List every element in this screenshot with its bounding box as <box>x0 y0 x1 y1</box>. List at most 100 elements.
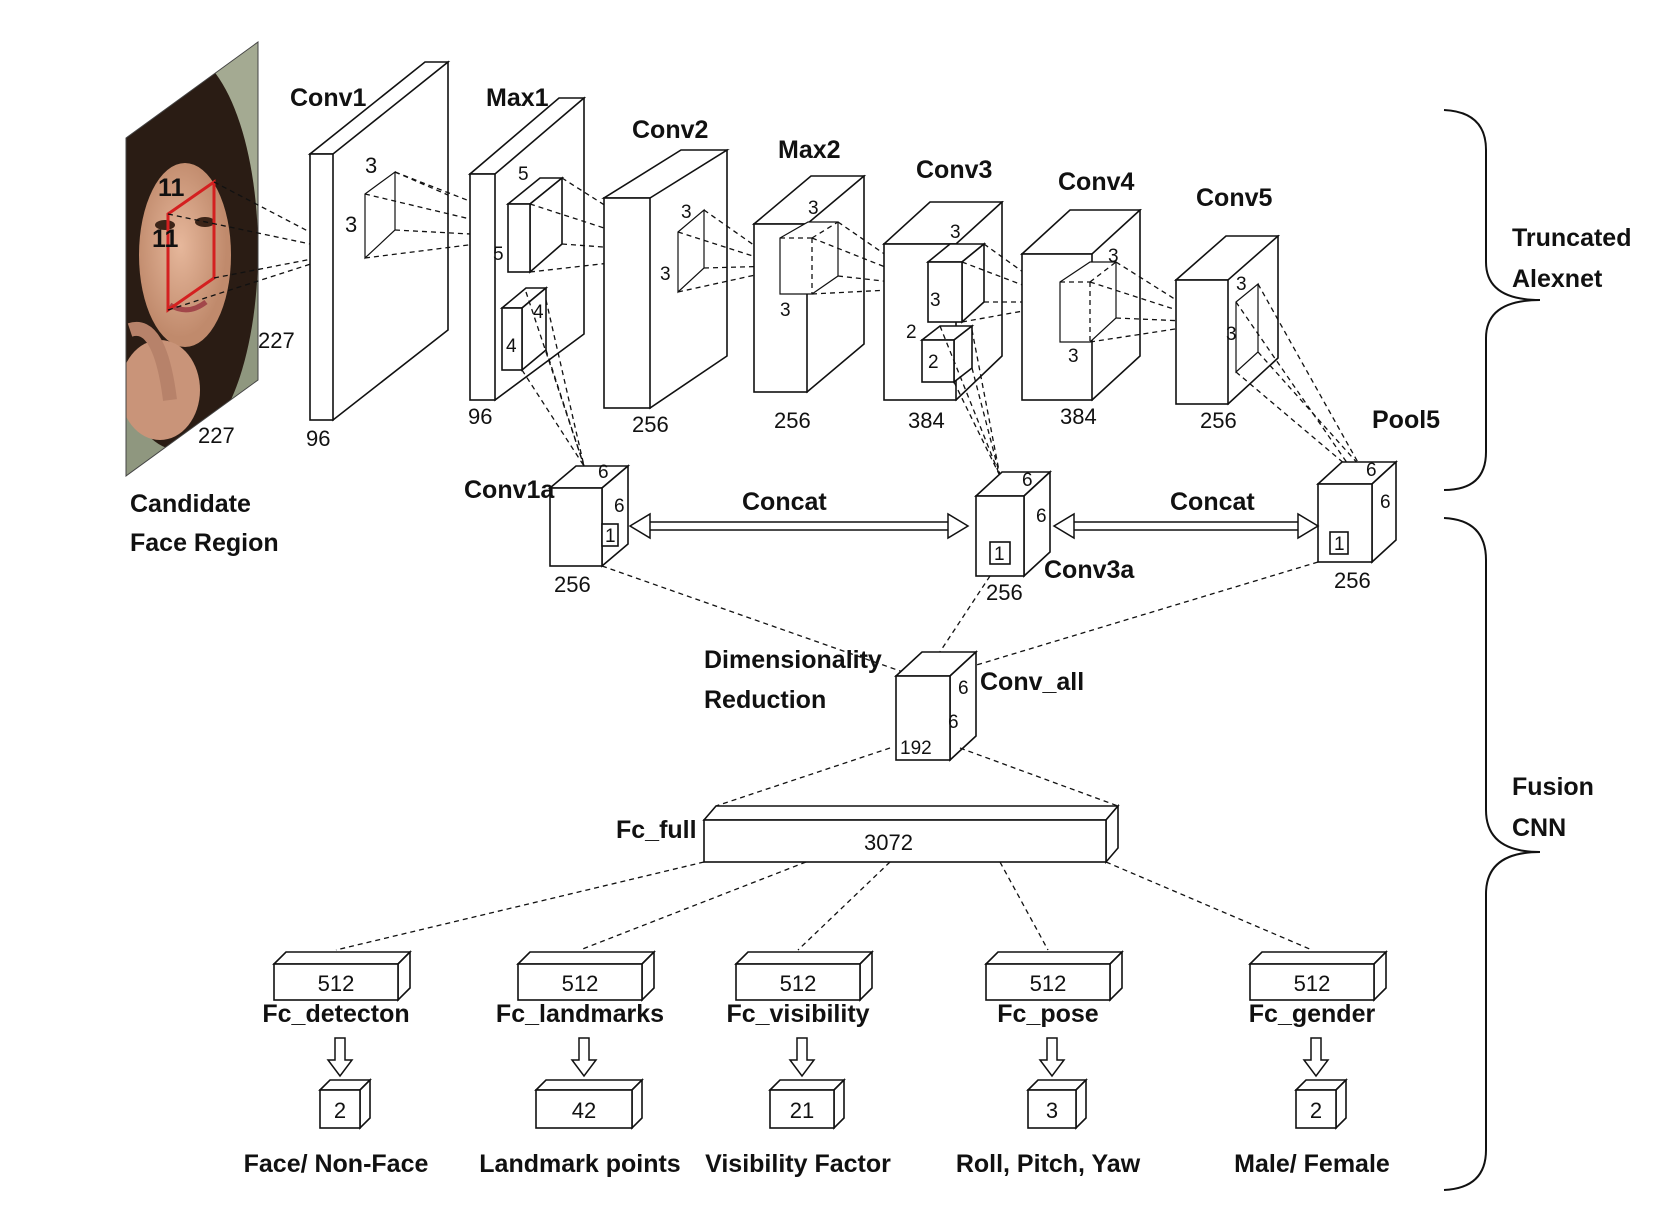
conv1a-label: Conv1a <box>464 476 555 504</box>
dim-reduction-line2: Reduction <box>704 686 826 714</box>
truncated-alexnet-brace <box>1443 109 1541 491</box>
head-fc-size: 512 <box>780 971 817 996</box>
head-fc-top <box>984 951 1124 965</box>
conv3a-d1: 6 <box>1022 470 1033 491</box>
conv1a-d3: 1 <box>605 526 616 547</box>
conv1-kernel-w: 3 <box>345 212 357 237</box>
max1-label: Max1 <box>486 84 549 112</box>
truncated-label-line2: Alexnet <box>1512 265 1603 293</box>
head-task-label: Landmark points <box>479 1150 680 1178</box>
concat-arrow-left <box>628 512 970 540</box>
head-out-box <box>535 1089 633 1129</box>
conv3-kernel2-h: 2 <box>906 322 917 343</box>
head-out-top <box>534 1079 644 1091</box>
pool5-d2: 6 <box>1380 492 1391 513</box>
max2-kernel-w: 3 <box>780 300 791 321</box>
conv1a-block <box>547 464 631 568</box>
conv3a-depth: 256 <box>986 580 1023 605</box>
pool5-d3: 1 <box>1334 534 1345 555</box>
head-out-size: 42 <box>572 1098 596 1123</box>
fusion-cnn-brace <box>1443 517 1541 1191</box>
head-fc-box <box>517 963 643 1001</box>
conv4-block <box>1019 208 1143 402</box>
input-size-w: 227 <box>198 423 235 448</box>
head-out-size: 3 <box>1046 1098 1058 1123</box>
max1-depth: 96 <box>468 404 492 429</box>
head-fc-top <box>516 951 656 965</box>
conv3-kernel-w: 3 <box>930 290 941 311</box>
head-out-box <box>769 1089 835 1129</box>
conv3-kernel-h: 3 <box>950 222 961 243</box>
conv1-label: Conv1 <box>290 84 367 112</box>
fc-full-label: Fc_full <box>616 816 697 844</box>
pool5-d1: 6 <box>1366 460 1377 481</box>
input-title-line2: Face Region <box>130 529 279 557</box>
fc-full-block <box>702 803 1120 865</box>
conv5-kernel-w: 3 <box>1226 324 1237 345</box>
conv3-block <box>881 200 1005 402</box>
max2-label: Max2 <box>778 136 841 164</box>
conv2-depth: 256 <box>632 412 669 437</box>
concat-label-left: Concat <box>742 488 827 516</box>
down-arrow-icon <box>326 1037 354 1078</box>
head-out-size: 2 <box>1310 1098 1322 1123</box>
head-fc-top <box>1248 951 1388 965</box>
max1-kernel2-w: 4 <box>506 336 517 357</box>
conv1-block <box>307 60 451 422</box>
max1-kernel2-h: 4 <box>533 302 544 323</box>
head-fc-top <box>734 951 874 965</box>
conv-all-to-fc-full-connections <box>715 747 1119 807</box>
max1-to-conv1a-connections <box>521 291 585 467</box>
conv3-to-conv3a-connections <box>939 325 1001 477</box>
conv1-kernel-h: 3 <box>365 153 377 178</box>
conv2-kernel-h: 3 <box>681 202 692 223</box>
conv5-block <box>1173 234 1281 406</box>
conv5-kernel-h: 3 <box>1236 274 1247 295</box>
head-fc-box <box>735 963 861 1001</box>
head-out-top <box>768 1079 846 1091</box>
conv-all-block <box>893 650 979 762</box>
conv4-label: Conv4 <box>1058 168 1135 196</box>
conv4-depth: 384 <box>1060 404 1097 429</box>
head-out-size: 21 <box>790 1098 814 1123</box>
pool5-block <box>1315 460 1399 564</box>
max2-block <box>751 174 867 394</box>
head-out-box <box>1295 1089 1337 1129</box>
head-fc-size: 512 <box>1030 971 1067 996</box>
down-arrow-icon <box>1038 1037 1066 1078</box>
max1-kernel-h: 5 <box>518 164 529 185</box>
conv3-kernel2-w: 2 <box>928 352 939 373</box>
head-fc-box <box>273 963 399 1001</box>
conv3-depth: 384 <box>908 408 945 433</box>
conv5-label: Conv5 <box>1196 184 1273 212</box>
head-out-box <box>1027 1089 1077 1129</box>
conv1-depth: 96 <box>306 426 330 451</box>
conv3-label: Conv3 <box>916 156 992 184</box>
head-fc-box <box>1249 963 1375 1001</box>
filter-height-label: 11 <box>158 174 185 202</box>
max2-kernel-h: 3 <box>808 198 819 219</box>
conv2-kernel-w: 3 <box>660 264 671 285</box>
conv2-label: Conv2 <box>632 116 708 144</box>
head-fc-name: Fc_pose <box>997 1000 1099 1028</box>
conv-all-depth: 192 <box>900 738 932 759</box>
fc-full-size: 3072 <box>864 830 913 855</box>
filter-width-label: 11 <box>152 225 179 253</box>
down-arrow-icon <box>1302 1037 1330 1078</box>
head-fc-box <box>985 963 1111 1001</box>
head-task-label: Male/ Female <box>1234 1150 1390 1178</box>
max1-block <box>467 96 587 402</box>
head-fc-size: 512 <box>1294 971 1331 996</box>
head-fc-name: Fc_gender <box>1249 1000 1376 1028</box>
head-fc-name: Fc_landmarks <box>496 1000 664 1028</box>
pool5-depth: 256 <box>1334 568 1371 593</box>
max1-kernel-w: 5 <box>493 244 504 265</box>
conv5-depth: 256 <box>1200 408 1237 433</box>
down-arrow-icon <box>570 1037 598 1078</box>
fc-full-to-heads-connections <box>335 861 1313 951</box>
head-fc-size: 512 <box>318 971 355 996</box>
concat-label-right: Concat <box>1170 488 1255 516</box>
conv4-kernel-h: 3 <box>1108 246 1119 267</box>
down-arrow-icon <box>788 1037 816 1078</box>
